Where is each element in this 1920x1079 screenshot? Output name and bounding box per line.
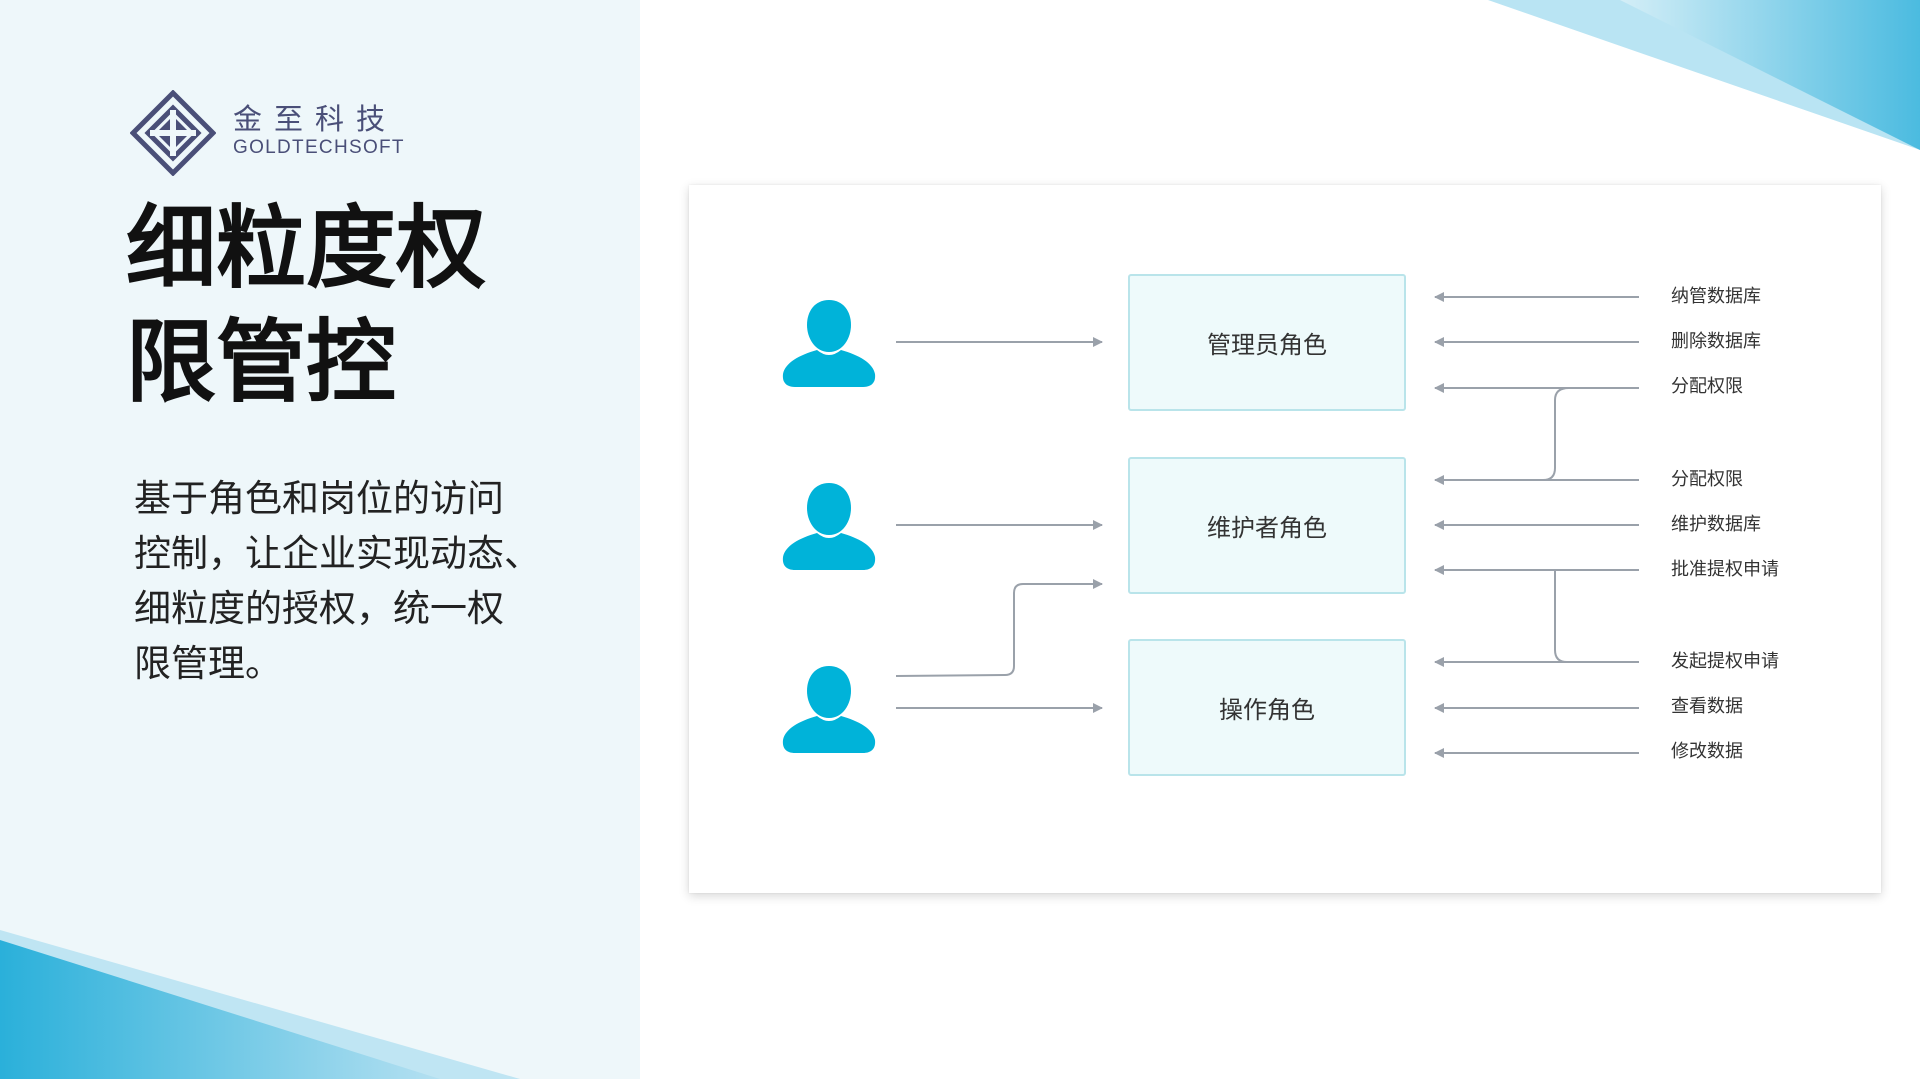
top-right-light-wedge — [1488, 0, 1920, 150]
permission-label: 分配权限 — [1671, 376, 1743, 397]
page-title-line-2: 限管控 — [126, 310, 396, 415]
permission-label: 删除数据库 — [1671, 331, 1761, 352]
diagram-connectors — [895, 292, 1639, 758]
logo-mark-icon — [130, 90, 216, 176]
permission-label: 修改数据 — [1671, 741, 1743, 762]
user-icon — [782, 483, 876, 570]
description-line-4: 限管理。 — [134, 642, 282, 685]
page-title: 细粒度权 限管控 — [126, 192, 486, 420]
user-icon — [782, 666, 876, 753]
permission-label: 纳管数据库 — [1671, 286, 1761, 307]
link-perm3-to-maintainer — [1542, 387, 1570, 481]
user-icon — [782, 300, 876, 387]
top-right-dark-wedge — [1620, 0, 1920, 150]
diagram-card: 管理员角色 维护者角色 操作角色 纳管数据库 删除数据库 分配权限 分配权限 维… — [689, 185, 1881, 893]
logo-name-cn: 金至科技 — [233, 102, 398, 136]
description-line-2: 控制，让企业实现动态、 — [134, 532, 541, 575]
permission-label: 维护数据库 — [1671, 514, 1761, 535]
description: 基于角色和岗位的访问 控制，让企业实现动态、 细粒度的授权，统一权 限管理。 — [134, 471, 554, 691]
logo-name-en: GOLDTECHSOFT — [233, 137, 405, 158]
left-panel — [0, 0, 640, 1079]
role-box-maintainer: 维护者角色 — [1128, 457, 1406, 594]
permission-label: 查看数据 — [1671, 696, 1743, 717]
page-title-line-1: 细粒度权 — [126, 196, 486, 301]
role-box-admin: 管理员角色 — [1128, 274, 1406, 411]
permission-label: 批准提权申请 — [1671, 559, 1779, 580]
arrow-user3-to-maintainer — [895, 579, 1103, 677]
role-box-operator: 操作角色 — [1128, 639, 1406, 776]
permission-label: 分配权限 — [1671, 469, 1743, 490]
logo: 金至科技 GOLDTECHSOFT — [130, 90, 430, 180]
description-line-1: 基于角色和岗位的访问 — [134, 477, 504, 520]
description-line-3: 细粒度的授权，统一权 — [134, 587, 504, 630]
link-perm6-to-operator — [1554, 569, 1568, 663]
permission-label: 发起提权申请 — [1671, 651, 1779, 672]
